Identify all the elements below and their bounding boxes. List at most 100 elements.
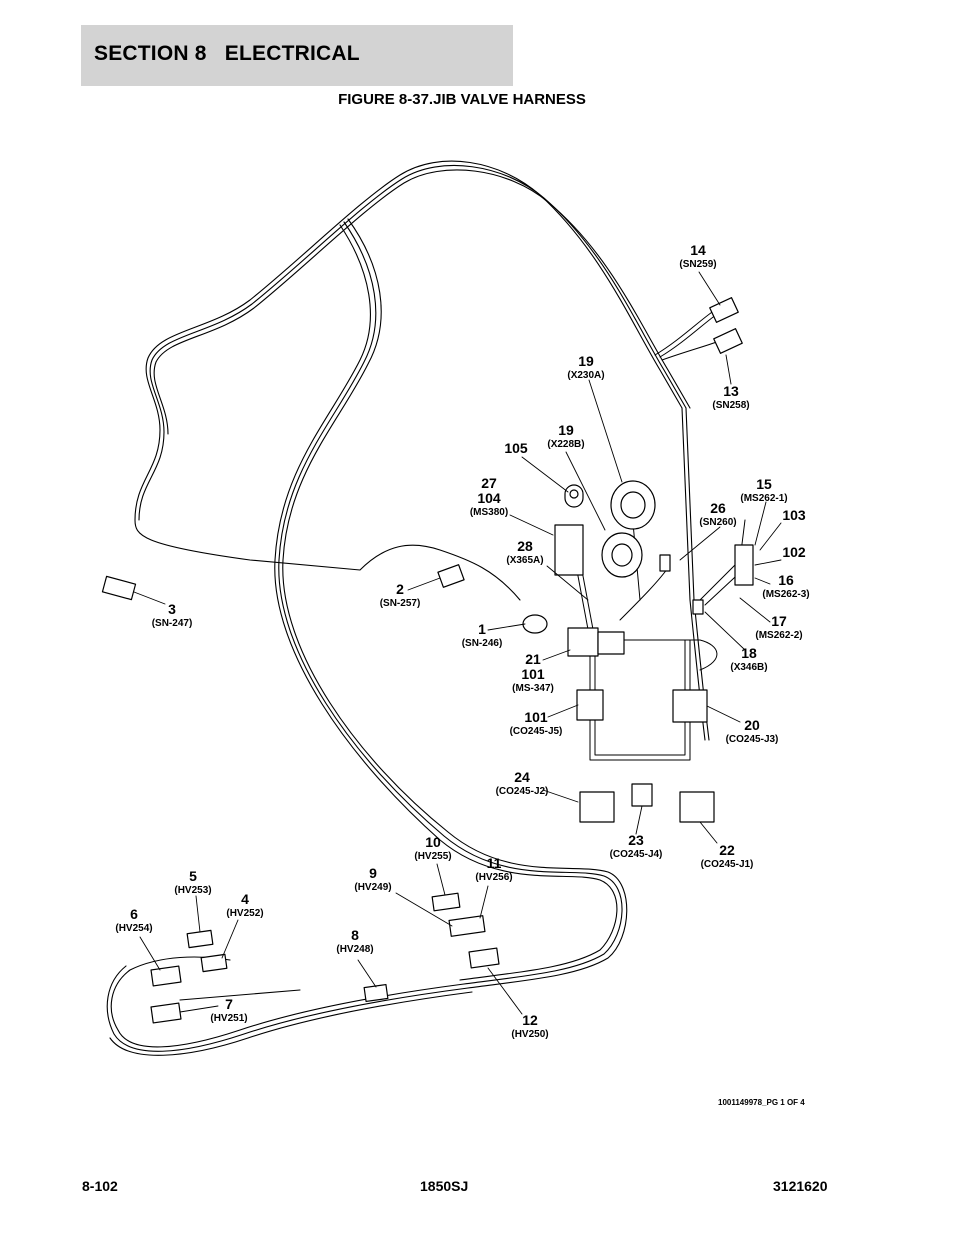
callout-reference: (HV249) (354, 882, 391, 893)
connector-x346b (692, 599, 704, 615)
callout-6: 28(X365A) (506, 538, 543, 566)
callout-reference: (SN-257) (380, 598, 421, 609)
connector-sn260 (659, 554, 671, 572)
callout-reference: (CO245-J5) (510, 726, 563, 737)
leader-lines (133, 271, 782, 1015)
callout-number: 15 (756, 476, 772, 492)
callout-number: 24 (514, 769, 530, 785)
callout-reference: (HV251) (210, 1013, 247, 1024)
connector-ms380 (554, 524, 584, 576)
callout-number: 27 (481, 475, 497, 491)
callout-31: 12(HV250) (511, 1012, 548, 1040)
callout-number: 9 (369, 865, 377, 881)
callout-reference: (HV252) (226, 908, 263, 919)
callout-reference: (MS262-1) (740, 493, 787, 504)
callout-number: 22 (719, 842, 735, 858)
callout-number: 19 (578, 353, 594, 369)
callout-24: 11(HV256) (475, 855, 512, 883)
callout-reference: (HV248) (336, 944, 373, 955)
callout-number: 19 (558, 422, 574, 438)
callout-25: 9(HV249) (354, 865, 391, 893)
callout-reference: (MS-347) (512, 683, 554, 694)
callout-18: 23(CO245-J4) (610, 832, 663, 860)
callout-number: 16 (778, 572, 794, 588)
section-header-bar: SECTION 8 ELECTRICAL (81, 25, 513, 86)
callout-number: 6 (130, 906, 138, 922)
callout-reference: (CO245-J1) (701, 859, 754, 870)
callout-11: 16(MS262-3) (762, 572, 809, 600)
callout-reference: (CO245-J3) (726, 734, 779, 745)
document-number: 3121620 (773, 1178, 828, 1194)
connector-sn258 (713, 328, 743, 354)
callout-reference: (HV256) (475, 872, 512, 883)
callout-0: 14(SN259) (679, 242, 716, 270)
callout-number: 23 (628, 832, 644, 848)
callout-number: 28 (517, 538, 533, 554)
callout-7: 26(SN260) (699, 500, 736, 528)
callout-reference: (SN-247) (152, 618, 193, 629)
callout-reference: (SN260) (699, 517, 736, 528)
callout-reference: (HV253) (174, 885, 211, 896)
callout-number: 20 (744, 717, 760, 733)
callout-9: 103 (782, 507, 806, 523)
callout-number: 101 (521, 666, 545, 682)
callout-number: 1 (478, 621, 486, 637)
connector-sn247 (101, 575, 137, 601)
callout-number: 2 (396, 581, 404, 597)
callout-reference: (SN259) (679, 259, 716, 270)
callout-number: 103 (782, 507, 806, 523)
callout-reference: (X365A) (506, 555, 543, 566)
section-title: SECTION 8 ELECTRICAL (94, 42, 360, 65)
callout-reference: (CO245-J2) (496, 786, 549, 797)
branch-sn258-sn259 (654, 309, 723, 361)
ring-terminal-105 (564, 484, 584, 508)
model-name: 1850SJ (420, 1178, 469, 1194)
connector-co245-j5 (576, 689, 604, 721)
callout-reference: (MS262-3) (762, 589, 809, 600)
connector-ms262 (734, 544, 754, 586)
callout-29: 8(HV248) (336, 927, 373, 955)
callout-reference: (HV255) (414, 851, 451, 862)
callout-15: 101(CO245-J5) (510, 709, 563, 737)
connector-co245-j3 (672, 689, 708, 723)
connector-x230a (610, 480, 656, 530)
callout-number: 14 (690, 242, 706, 258)
callout-reference: (CO245-J4) (610, 849, 663, 860)
connector-co245-j4 (631, 783, 653, 807)
callout-1: 13(SN258) (712, 383, 749, 411)
valve-connectors (150, 892, 500, 1024)
connector-sn246 (522, 614, 548, 634)
callout-4: 105 (504, 440, 528, 456)
callout-8: 15(MS262-1) (740, 476, 787, 504)
callout-13: 18(X346B) (730, 645, 767, 673)
connector-sn259 (709, 297, 739, 323)
callout-reference: (X230A) (567, 370, 604, 381)
connector-co245-j1 (679, 791, 715, 823)
callout-number: 7 (225, 996, 233, 1012)
callout-27: 4(HV252) (226, 891, 263, 919)
callout-number: 11 (487, 855, 502, 871)
callout-16: 20(CO245-J3) (726, 717, 779, 745)
callout-reference: (SN-246) (462, 638, 503, 649)
callout-reference: (HV254) (115, 923, 152, 934)
connector-co245-j2 (579, 791, 615, 823)
callout-number: 8 (351, 927, 359, 943)
callout-3: 19(X228B) (547, 422, 584, 450)
connector-sn257 (437, 564, 465, 588)
callout-number: 102 (782, 544, 806, 560)
callout-19: 22(CO245-J1) (701, 842, 754, 870)
callout-reference: (SN258) (712, 400, 749, 411)
callout-10: 102 (782, 544, 806, 560)
callout-number: 21 (525, 651, 541, 667)
callout-number: 10 (425, 834, 441, 850)
drawing-reference: 1001149978_PG 1 OF 4 (718, 1098, 805, 1107)
callout-number: 17 (771, 613, 787, 629)
callout-28: 6(HV254) (115, 906, 152, 934)
callout-number: 4 (241, 891, 249, 907)
callout-layer: 14(SN259)13(SN258)19(X230A)19(X228B)1052… (115, 242, 809, 1040)
callout-reference: (MS380) (470, 507, 508, 518)
callout-30: 7(HV251) (210, 996, 247, 1024)
callout-12: 17(MS262-2) (755, 613, 802, 641)
